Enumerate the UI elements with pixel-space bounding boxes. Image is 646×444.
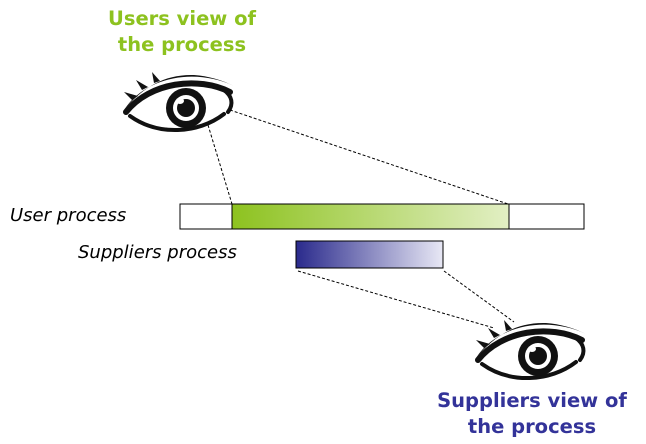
users-view-caption: Users view of the process	[60, 6, 304, 58]
suppliers-process-bar	[295, 240, 444, 269]
user-process-label: User process	[10, 205, 127, 226]
suppliers-view-caption-line2: the process	[467, 415, 597, 438]
users-view-caption-line2: the process	[117, 33, 247, 56]
suppliers-view-caption: Suppliers view of the process	[418, 388, 646, 440]
suppliers-eye-icon	[476, 320, 586, 378]
users-view-caption-line1: Users view of	[108, 7, 256, 30]
suppliers-view-caption-line1: Suppliers view of	[437, 389, 627, 412]
suppliers-sight-line-left	[297, 270, 495, 329]
users-eye-icon	[124, 72, 234, 130]
users-visible-segment	[231, 203, 510, 230]
users-sight-line-left	[207, 124, 233, 205]
users-sight-line-right	[229, 109, 509, 205]
suppliers-process-label: Suppliers process	[78, 242, 237, 263]
suppliers-sight-line-right	[443, 270, 515, 323]
